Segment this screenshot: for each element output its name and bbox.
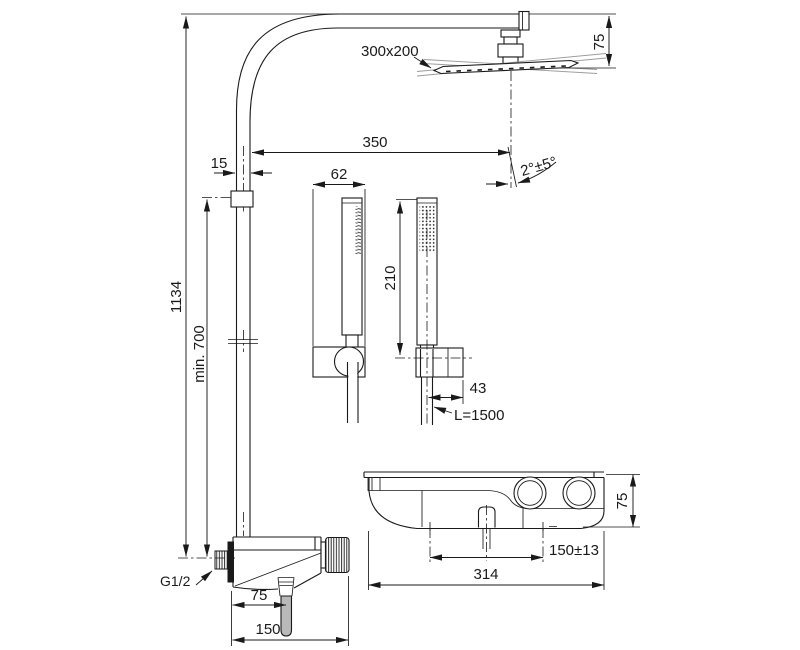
mixer-body-band: [232, 536, 322, 587]
dim-holder-width-label: 62: [331, 166, 348, 183]
mixer-bottom-outline: [368, 477, 605, 530]
head-ball-joint: [497, 43, 524, 58]
dim-body-width: 314: [368, 531, 605, 590]
handshower-front-through-lines: [419, 349, 434, 377]
body-width-extensions: [368, 531, 605, 590]
riser-wall-bracket: [230, 190, 254, 208]
holder-width-extensions: [312, 189, 366, 346]
dim-handle-offset-label: 75: [251, 587, 268, 604]
mixer-body-bottom: [232, 572, 322, 590]
head-size-leader: [413, 56, 432, 69]
dim-holder-offset-label: 43: [470, 380, 487, 397]
mixer-body-crease: [234, 552, 322, 587]
dim-min-height: min. 700: [191, 197, 233, 557]
lever-handle: [280, 595, 293, 637]
riser-arm-inner-line: [249, 27, 519, 537]
label-head-size: 300x200: [361, 43, 432, 69]
dim-arm-reach: 350: [251, 134, 511, 156]
hose-length-label: L=1500: [454, 407, 504, 424]
dim-head-tilt-label: 2°±5°: [519, 153, 559, 180]
dim-body-width-label: 314: [473, 566, 498, 583]
mixer-wall-flange: [227, 541, 234, 583]
mixer-bottom-left-detail: [367, 477, 381, 491]
arm-end-cap: [518, 10, 530, 31]
dim-overall-height-label: 1134: [168, 281, 185, 313]
head-tilt-reference-line: [507, 146, 517, 188]
dim-mixer-length: 150: [232, 576, 349, 646]
dim-body-depth: 75: [583, 474, 640, 528]
connection-centerlines: [429, 528, 544, 563]
knob-circle-right-inner: [566, 480, 592, 506]
riser-arm-outer-line: [235, 13, 519, 537]
dim-head-drop-label: 75: [591, 34, 608, 51]
riser-pipe-and-arm: [228, 10, 530, 537]
knob-circle-left-outer: [513, 476, 547, 510]
lever-base: [277, 577, 295, 597]
label-hose-length: L=1500: [433, 406, 504, 424]
dim-overall-height: 1134: [168, 13, 616, 557]
dim-outlet-spacing: 150±13: [429, 542, 599, 561]
knob-neck: [320, 541, 327, 569]
dim-holder-offset: 43: [428, 380, 487, 404]
hose-length-leader: [433, 406, 453, 414]
dim-handle-offset: 75: [231, 587, 287, 646]
thread-leader: [195, 570, 213, 586]
riser-union-joint: [228, 339, 258, 344]
dim-min-height-label: min. 700: [191, 325, 208, 383]
head-size-label: 300x200: [361, 43, 419, 60]
inlet-fitting-knurled: [214, 550, 229, 570]
overhead-shower: [416, 29, 607, 188]
tilt-arc: [517, 161, 557, 184]
mixer-bottom-top-band: [363, 471, 604, 479]
label-thread: G1/2: [160, 570, 213, 589]
dim-head-drop: 75: [558, 15, 616, 69]
hose-side-lines: [346, 362, 359, 423]
head-mount-nut: [503, 36, 518, 45]
dim-riser-width-label: 15: [211, 155, 228, 172]
handshower-side-spray-texture: [355, 206, 361, 254]
knob-circle-left-inner: [517, 480, 543, 506]
dim-mixer-length-label: 150: [255, 621, 280, 638]
thread-size-label: G1/2: [160, 573, 191, 589]
dim-head-tilt: 2°±5°: [486, 153, 559, 188]
mixer-bottom-view: [363, 471, 605, 563]
outlet-pipe-lines: [482, 528, 491, 549]
dim-handshower-length: 210: [382, 199, 417, 356]
dim-riser-width: 15: [211, 155, 272, 177]
hose-front-lines: [420, 377, 434, 425]
dim-outlet-spacing-label: 150±13: [549, 542, 599, 559]
handshower-side-view: [312, 197, 366, 423]
hose-side-mask: [348, 360, 358, 423]
head-mount-neck: [500, 29, 521, 38]
dim-body-depth-label: 75: [614, 493, 631, 510]
knob-circle-right-outer: [562, 476, 596, 510]
handshower-side-neck: [345, 334, 359, 349]
mixer-bottom-inner-lines: [421, 490, 524, 528]
dim-handshower-length-label: 210: [382, 265, 399, 290]
mixer-knob-knurled: [324, 536, 350, 574]
handshower-front-view: [395, 197, 472, 425]
dim-holder-width: 62: [312, 166, 366, 346]
dim-arm-reach-label: 350: [362, 134, 387, 151]
